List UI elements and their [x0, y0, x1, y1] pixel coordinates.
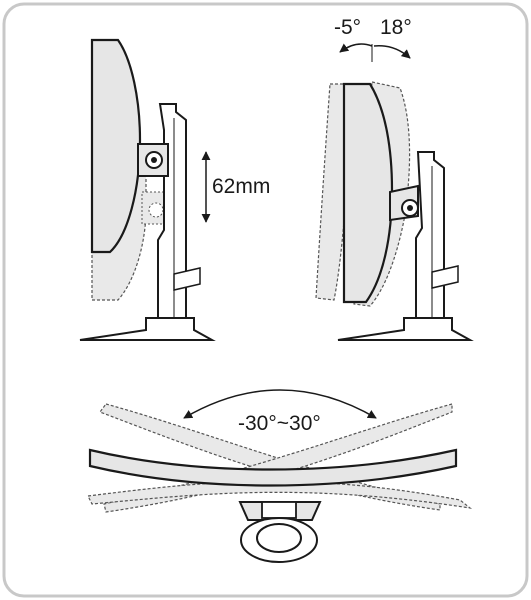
swivel-stand-hinge — [261, 501, 297, 519]
tilt-stand-column — [415, 151, 445, 319]
swivel-arc — [183, 389, 377, 419]
ghost-screen-swivel-left — [99, 403, 441, 511]
monitor-screen-side — [90, 38, 142, 254]
tilt-hinge-knob-center — [407, 205, 413, 211]
stand-base — [79, 317, 216, 341]
swivel-label: -30°~30° — [238, 412, 321, 435]
tilt-back-label: 18° — [380, 16, 412, 39]
tilt-monitor-screen — [342, 82, 394, 304]
tilt-forward-label: -5° — [334, 16, 361, 39]
stand-clip — [173, 267, 201, 291]
swivel-view: -30°~30° — [87, 389, 473, 563]
swivel-stand-base-inner — [256, 523, 302, 553]
curved-screen-top-view — [88, 448, 458, 487]
height-adjustment-view: 62mm — [79, 38, 270, 341]
tilt-stand-clip — [431, 265, 459, 289]
tilt-stand-base — [337, 317, 474, 341]
tilt-arc-back — [373, 45, 411, 59]
tilt-adjustment-view: -5° 18° — [315, 16, 474, 341]
ghost-screen-tilt-forward — [315, 83, 351, 301]
ghost-screen-swivel-bottom-left — [87, 480, 473, 509]
tilt-arc-forward — [339, 43, 373, 53]
height-label: 62mm — [212, 175, 270, 198]
ghost-hinge-knob — [148, 202, 164, 218]
hinge-knob-center — [151, 157, 157, 163]
